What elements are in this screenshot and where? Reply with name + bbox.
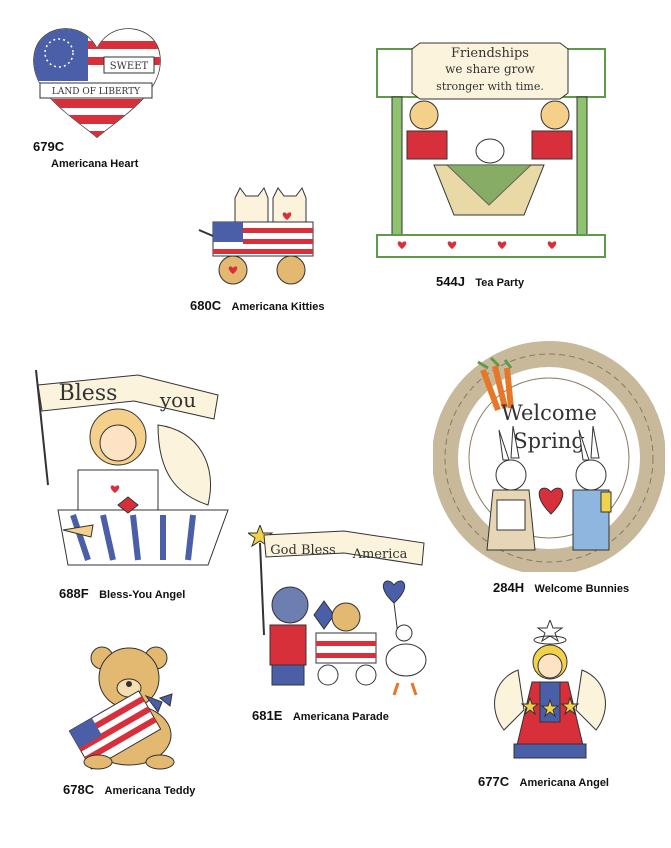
bless-you-angel-illustration: Bless you xyxy=(35,369,229,566)
americana-kitties-caption: 680C Americana Kitties xyxy=(190,297,324,315)
product-code: 679C xyxy=(33,139,65,154)
bless-you-angel-caption: 688F Bless-You Angel xyxy=(59,585,185,603)
americana-teddy-caption: 678C Americana Teddy xyxy=(63,781,195,799)
heart-sweet-text: SWEET xyxy=(110,61,149,72)
welcome-bunnies-illustration: Welcome Spring xyxy=(433,341,665,572)
tea-party-illustration: Friendships we share grow stronger with … xyxy=(376,42,606,258)
product-code: 688F xyxy=(59,586,89,601)
product-name: Americana Teddy xyxy=(104,785,196,797)
americana-parade-illustration: God Bless America xyxy=(248,525,427,696)
product-name: Welcome Bunnies xyxy=(534,583,630,595)
spring-text: Spring xyxy=(513,429,585,453)
product-code: 678C xyxy=(63,782,95,797)
product-name: Americana Angel xyxy=(519,777,609,789)
product-code: 680C xyxy=(190,298,222,313)
product-name: Americana Heart xyxy=(51,158,139,170)
americana-heart-illustration: SWEET LAND OF LIBERTY xyxy=(33,28,161,138)
americana-parade-caption: 681E Americana Parade xyxy=(252,707,389,725)
angel-bless-text: Bless xyxy=(59,381,118,406)
tea-party-caption: 544J Tea Party xyxy=(436,273,524,291)
product-code: 681E xyxy=(252,708,283,723)
parade-america-text: America xyxy=(352,547,408,562)
parade-god-bless-text: God Bless xyxy=(270,543,335,558)
welcome-bunnies-caption: 284H Welcome Bunnies xyxy=(493,579,629,597)
angel-you-text: you xyxy=(159,388,196,412)
americana-heart-caption: 679C Americana Heart xyxy=(33,138,138,170)
americana-angel-caption: 677C Americana Angel xyxy=(478,773,609,791)
americana-teddy-illustration xyxy=(68,646,175,770)
heart-liberty-text: LAND OF LIBERTY xyxy=(52,87,141,97)
tea-party-line-3: stronger with time. xyxy=(436,80,544,93)
product-code: 544J xyxy=(436,274,465,289)
welcome-text: Welcome xyxy=(501,401,597,425)
product-name: Americana Kitties xyxy=(231,301,325,313)
americana-kitties-illustration xyxy=(198,186,314,285)
product-name: Americana Parade xyxy=(292,711,389,723)
product-name: Bless-You Angel xyxy=(99,589,186,601)
tea-party-line-1: Friendships xyxy=(451,46,529,61)
product-code: 677C xyxy=(478,774,510,789)
tea-party-line-2: we share grow xyxy=(445,62,536,76)
product-code: 284H xyxy=(493,580,525,595)
product-name: Tea Party xyxy=(475,277,525,289)
americana-angel-illustration xyxy=(494,620,606,759)
